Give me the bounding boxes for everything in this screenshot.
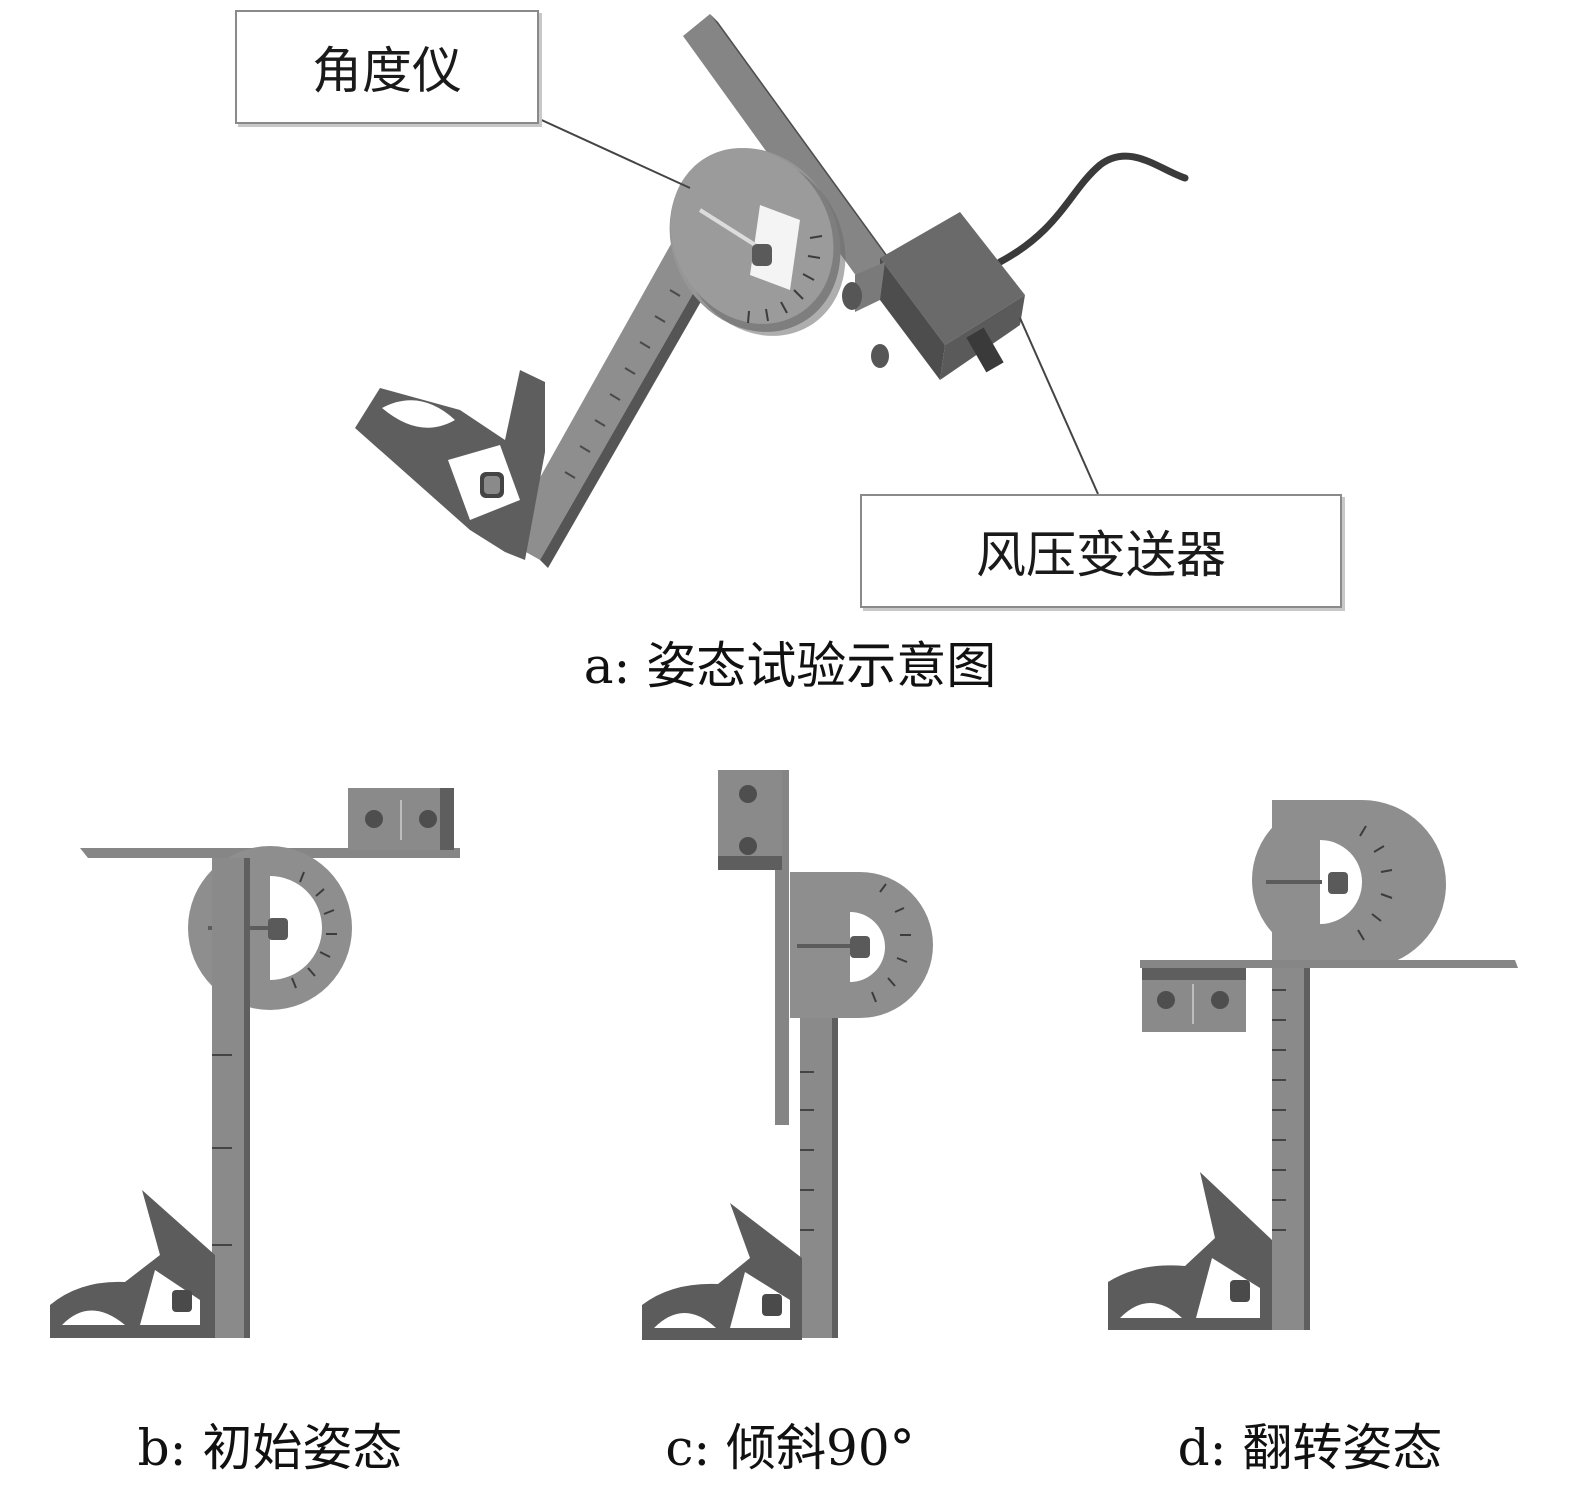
transmitter-cable: [996, 152, 1189, 266]
transmitter-box: [842, 212, 1025, 380]
panel-b-initial: [50, 788, 460, 1338]
panel-d-flipped: [1108, 800, 1518, 1330]
leader-line-protractor: [534, 116, 691, 189]
caption-b: b: 初始姿态: [137, 1419, 403, 1477]
square-head: [355, 370, 545, 560]
top-blade: [683, 14, 890, 284]
caption-d: d: 翻转姿态: [1177, 1419, 1443, 1477]
callout-transmitter: 风压变送器: [860, 494, 1342, 608]
panel-a-assembly: [355, 14, 1189, 568]
protractor-disc: [669, 148, 846, 336]
callout-transmitter-label: 风压变送器: [976, 526, 1226, 584]
caption-c: c: 倾斜90°: [665, 1419, 915, 1477]
caption-a: a: 姿态试验示意图: [583, 637, 997, 695]
leader-line-transmitter: [1019, 317, 1099, 495]
callout-protractor: 角度仪: [235, 10, 539, 124]
panel-c-tilted: [642, 770, 933, 1340]
callout-protractor-label: 角度仪: [312, 42, 462, 100]
ruler-ticks: [564, 289, 681, 479]
